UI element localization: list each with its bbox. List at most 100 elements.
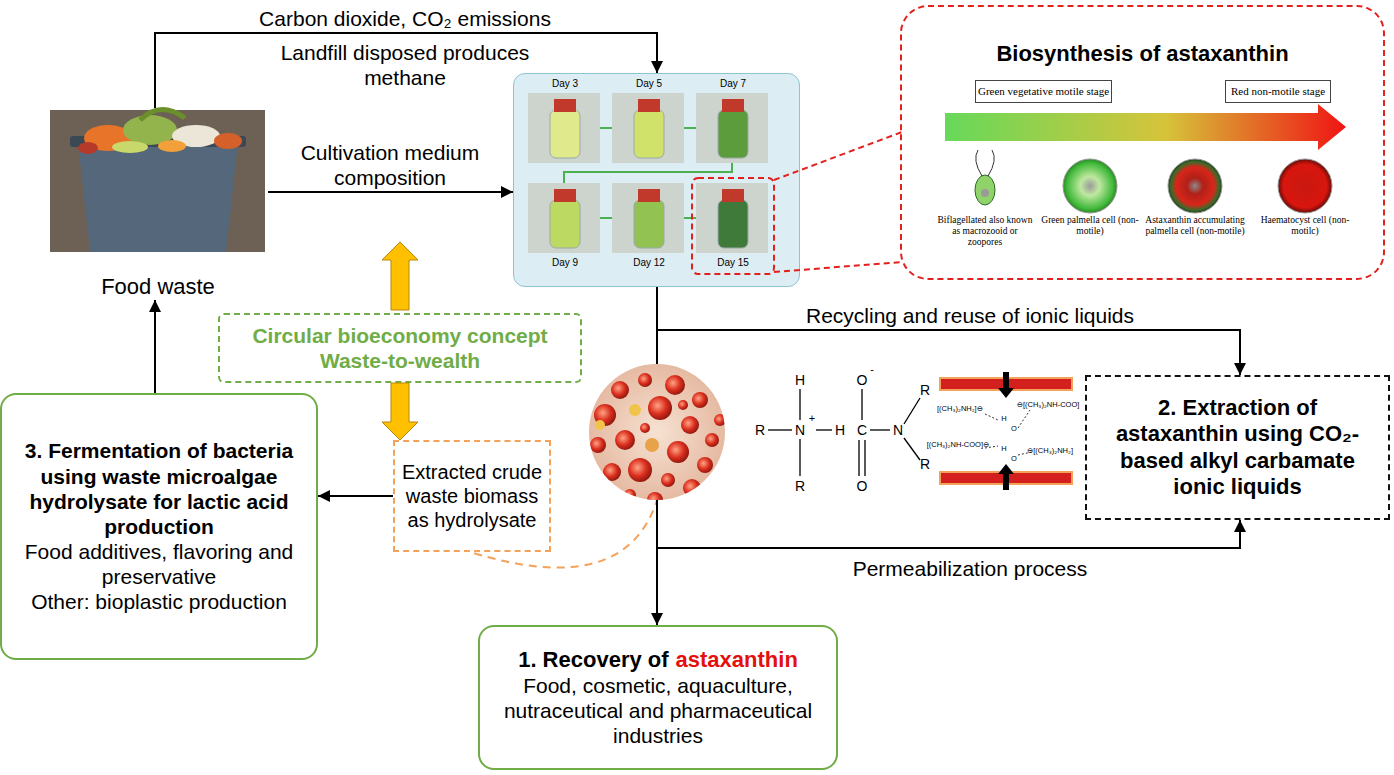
culture-photo	[612, 183, 684, 253]
connector	[149, 300, 161, 393]
culture-photo	[612, 93, 684, 163]
cell	[678, 400, 688, 410]
node-text: Day 9	[529, 257, 601, 269]
atom-label: H	[792, 372, 808, 388]
bottle	[634, 110, 664, 158]
text-row: Extracted crude waste biomass as hydroly…	[399, 460, 545, 532]
stage-box: Red non-motile stage	[1225, 80, 1331, 103]
node-text: Biosynthesis of astaxanthin	[902, 41, 1383, 67]
atom-label: H	[999, 444, 1009, 453]
atom-label: H	[999, 414, 1009, 423]
bottle	[718, 110, 748, 158]
text-row: Food waste	[101, 274, 215, 300]
photo-frame	[528, 183, 600, 253]
culture-photo	[696, 183, 768, 253]
node-text: Day 3	[529, 78, 601, 90]
food-waste-photo	[50, 109, 265, 252]
node-text: Astaxanthin accumulating palmella cell (…	[1145, 215, 1245, 237]
bond	[904, 438, 920, 460]
node-text: Other: bioplastic production	[31, 589, 287, 614]
cell	[624, 489, 636, 501]
atom-label: R	[917, 382, 933, 398]
cell	[692, 392, 708, 408]
accumulating-cell	[1168, 159, 1222, 213]
bond	[870, 429, 890, 430]
food-scrap	[214, 133, 242, 149]
photo-frame	[696, 183, 768, 253]
bond	[799, 439, 800, 476]
connector	[318, 490, 393, 502]
arrow-head	[501, 186, 513, 198]
micrograph	[589, 364, 726, 508]
node-text: Extracted crude waste biomass as hydroly…	[399, 460, 545, 532]
node-text: astaxanthin	[676, 647, 798, 673]
bottle	[550, 200, 580, 248]
bond	[904, 398, 920, 424]
cell	[590, 437, 606, 453]
bottle	[634, 200, 664, 248]
arrow-head	[149, 300, 161, 312]
text-row: 2. Extraction of astaxanthin using CO₂-b…	[1095, 395, 1380, 501]
photo-frame	[612, 183, 684, 253]
edge-label: Permeabilization process	[710, 556, 1230, 581]
node-text: Day 15	[697, 257, 769, 269]
node-text: Biflagellated also known as macrozooid o…	[935, 215, 1035, 248]
bottle-cap	[722, 99, 744, 112]
arrow-head	[318, 490, 330, 502]
arrow-line	[154, 300, 156, 393]
cell	[683, 479, 701, 497]
double-bond	[859, 440, 865, 476]
node-text: Haematocyst cell (non-motilc)	[1255, 215, 1355, 237]
arrow-line	[657, 287, 1240, 548]
node-text: 3. Fermentation of bacteria using waste …	[10, 438, 308, 539]
cell	[615, 430, 635, 450]
connector	[657, 287, 1246, 375]
atom-label: N	[890, 422, 906, 438]
node-text: Food waste	[101, 274, 215, 300]
charge-label: -	[867, 363, 877, 375]
atom-label: R	[752, 422, 768, 438]
cell	[645, 438, 659, 452]
cell	[681, 416, 699, 434]
bond	[799, 389, 800, 420]
bottle-cap	[722, 189, 744, 202]
cell	[595, 420, 605, 430]
product-box: 1. Recovery ofastaxanthinFood, cosmetic,…	[478, 625, 838, 770]
node-text: Day 7	[697, 78, 769, 90]
arrow-line	[268, 191, 513, 193]
photo-background	[50, 110, 265, 252]
text-row: Food additives, flavoring and preservati…	[10, 539, 308, 589]
node-text: Day 5	[613, 78, 685, 90]
intermediate-box: Extracted crude waste biomass as hydroly…	[393, 440, 551, 552]
text-row: Other: bioplastic production	[31, 589, 287, 614]
stage-box: Green vegetative motile stage	[975, 80, 1112, 103]
stage-gradient-arrow	[945, 104, 1346, 150]
connector	[382, 383, 418, 440]
cell	[640, 423, 650, 433]
bottle	[718, 200, 748, 248]
motile-cell	[975, 175, 995, 205]
callout-box: Biosynthesis of astaxanthinGreen vegetat…	[900, 5, 1385, 280]
annotation: Landfill disposed produces methane	[255, 40, 555, 90]
bond	[768, 429, 792, 430]
food-scrap	[140, 109, 185, 120]
atom-label: N	[792, 422, 808, 438]
edge-label: Cultivation medium composition	[270, 140, 510, 190]
photo-frame	[612, 93, 684, 163]
block-arrow	[382, 383, 418, 440]
bond	[816, 429, 832, 430]
cell	[628, 458, 652, 482]
arrow-line	[657, 287, 1240, 375]
ion-label: ⊖[(CH₃)₂NH₂]	[1020, 446, 1080, 455]
food-scrap	[78, 142, 98, 154]
block-arrow	[382, 242, 418, 310]
text-row: Red non-motile stage	[1231, 85, 1325, 97]
arrow-head	[1234, 520, 1246, 532]
arrow-head	[651, 61, 663, 73]
cell	[629, 404, 641, 416]
atom-label: O	[854, 478, 870, 494]
node-text: 1. Recovery of	[518, 647, 668, 673]
arrow-head	[651, 613, 663, 625]
bottle	[550, 110, 580, 158]
